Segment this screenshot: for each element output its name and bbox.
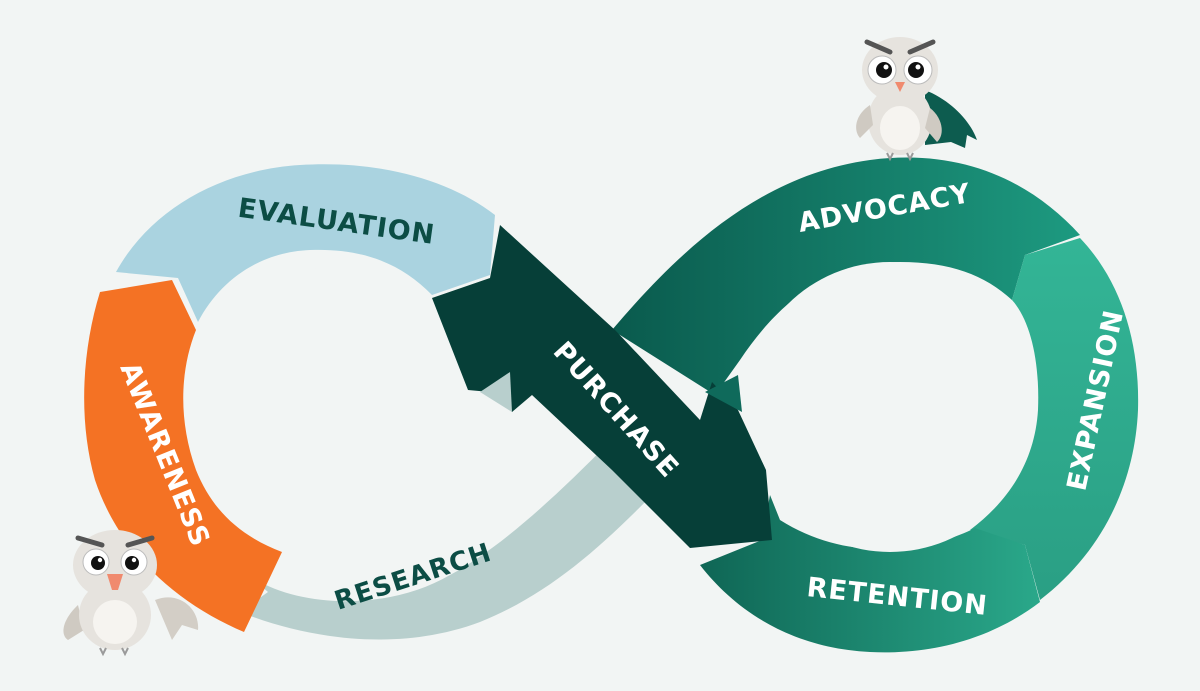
- owl-wing-left: [856, 105, 873, 138]
- retention-segment: [700, 495, 1040, 653]
- owl-belly: [880, 106, 920, 150]
- right-loop-hole: [745, 262, 1035, 552]
- owl-beak-open: [107, 574, 123, 590]
- owl-pupil-right: [908, 62, 924, 78]
- owl-wing-left: [63, 605, 84, 640]
- owl-eye-shine-right: [915, 64, 921, 70]
- owl-eye-shine-left: [97, 557, 103, 563]
- owl-wing-right: [925, 108, 942, 142]
- evaluation-segment: [116, 164, 495, 322]
- owl-mascot-bottom-left: [63, 530, 199, 657]
- arrow-notch-research: [480, 372, 512, 412]
- owl-mascot-top: [856, 37, 977, 162]
- owl-belly: [93, 600, 137, 644]
- arrow-notch-advocacy: [705, 375, 742, 412]
- owl-brow-left: [75, 535, 105, 548]
- left-loop-hole: [198, 267, 478, 547]
- owl-head: [862, 37, 938, 103]
- owl-beak: [895, 82, 905, 92]
- purchase-segment: [432, 225, 772, 548]
- owl-brow-right: [125, 535, 155, 548]
- owl-brow-right: [907, 39, 936, 55]
- expansion-segment: [970, 238, 1139, 600]
- advocacy-segment: [612, 157, 1080, 395]
- owl-pupil-right: [125, 556, 139, 570]
- owl-pupil-left: [876, 62, 892, 78]
- owl-brow-left: [864, 39, 893, 55]
- owl-feet: [886, 152, 914, 162]
- owl-eye-shine-left: [883, 64, 889, 70]
- owl-eye-shine-right: [131, 557, 137, 563]
- owl-head: [73, 530, 157, 600]
- owl-pupil-left: [91, 556, 105, 570]
- owl-feet: [99, 647, 129, 657]
- owl-wing-raised: [155, 597, 199, 640]
